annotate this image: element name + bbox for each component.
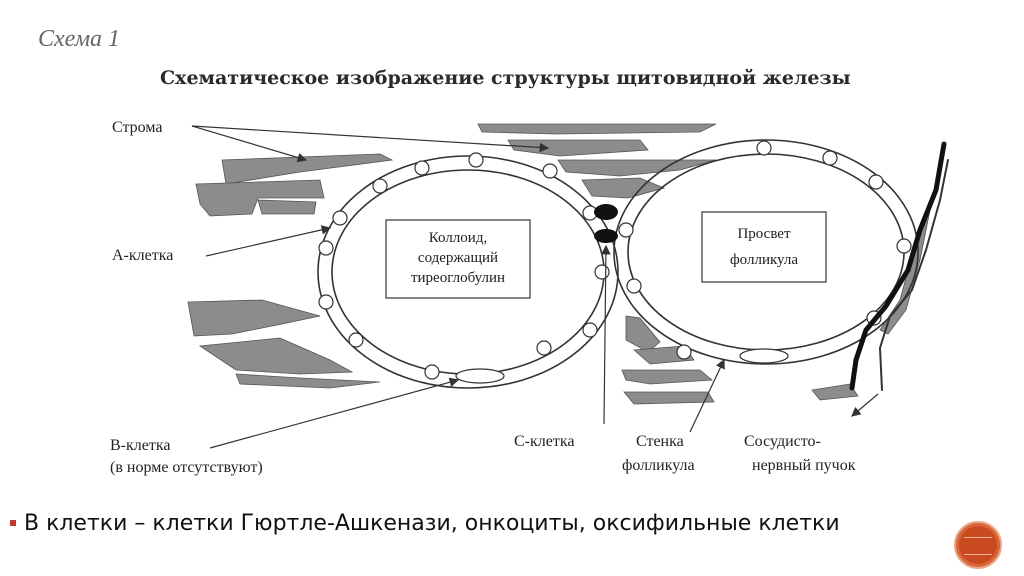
follicle-wall-pointer	[689, 358, 725, 433]
bullet-caption: В клетки – клетки Гюртле-Ашкенази, онкоц…	[10, 508, 930, 539]
colloid-line-1: Коллоид,	[429, 230, 487, 246]
diagram-title: Схематическое изображение структуры щито…	[160, 67, 851, 89]
thyroid-structure-diagram: Схема 1 Схематическое изображение структ…	[38, 26, 949, 476]
colloid-line-3: тиреоглобулин	[411, 270, 505, 286]
stroma-pointer-2	[191, 125, 550, 153]
bullet-marker	[10, 520, 16, 526]
stroma-pointer-1	[191, 125, 308, 163]
label-neurovascular-2: нервный пучок	[752, 457, 856, 474]
c-cell-pointer	[601, 244, 611, 425]
button-lines	[964, 537, 992, 555]
label-follicle-wall-1: Стенка	[636, 433, 684, 450]
label-b-cell: В-клетка	[110, 437, 170, 454]
scheme-number: Схема 1	[38, 26, 120, 52]
bullet-text: В клетки – клетки Гюртле-Ашкенази, онкоц…	[24, 511, 840, 536]
right-b-cell	[739, 348, 789, 364]
colloid-line-2: содержащий	[418, 250, 498, 266]
a-cell-pointer	[205, 225, 332, 257]
label-follicle-wall-2: фолликула	[622, 457, 695, 474]
lumen-line-2: фолликула	[730, 252, 798, 268]
b-cell	[455, 368, 505, 384]
label-a-cell: А-клетка	[112, 247, 173, 264]
neurovascular-arrow	[851, 393, 879, 417]
label-neurovascular-1: Сосудисто-	[744, 433, 821, 450]
b-cell-pointer	[209, 377, 460, 449]
label-c-cell: С-клетка	[514, 433, 574, 450]
colloid-box	[385, 219, 531, 299]
left-follicle-cells	[318, 152, 610, 380]
circle-button-icon[interactable]	[954, 521, 1002, 569]
c-cell-lower	[594, 229, 618, 243]
neurovascular-bundle	[849, 141, 949, 391]
label-stroma: Строма	[112, 119, 162, 136]
lumen-box	[701, 211, 827, 283]
c-cell-upper	[594, 204, 618, 220]
label-b-cell-note: (в норме отсутствуют)	[110, 459, 263, 476]
lumen-line-1: Просвет	[737, 226, 791, 242]
